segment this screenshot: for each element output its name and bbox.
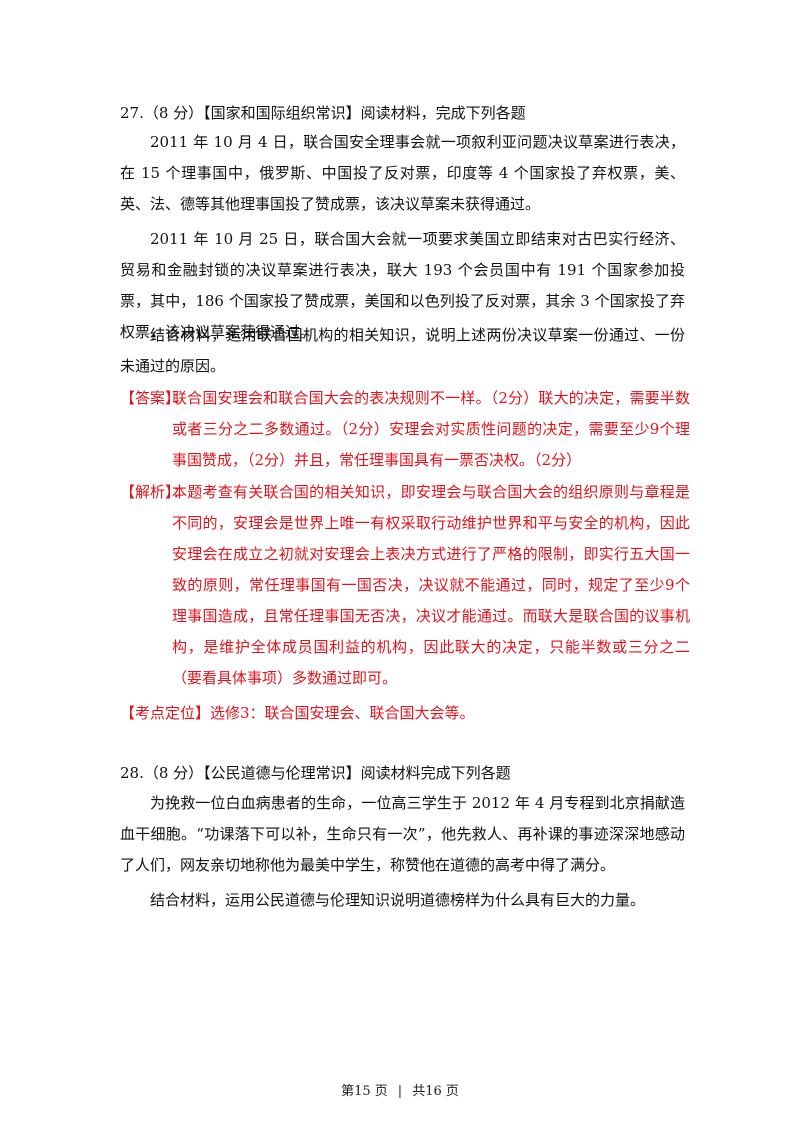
question-27-material-1: 2011 年 10 月 4 日，联合国安全理事会就一项叙利亚问题决议草案进行表决… — [120, 133, 685, 213]
page-footer: 第15 页 | 共16 页 — [0, 1080, 800, 1099]
analysis-block: 【解析】： 本题考查有关联合国的相关知识，即安理会与联合国大会的组织原则与章程是… — [120, 477, 690, 694]
question-27-heading: 27.（8 分）【国家和国际组织常识】阅读材料，完成下列各题 — [120, 104, 526, 122]
analysis-label: 【解析】： — [120, 483, 188, 501]
question-28-material: 为挽救一位白血病患者的生命，一位高三学生于 2012 年 4 月专程到北京捐献造… — [120, 794, 685, 874]
question-28-heading: 28.（8 分）【公民道德与伦理常识】阅读材料完成下列各题 — [120, 764, 511, 782]
page-number: 第15 页 — [341, 1084, 388, 1099]
question-27-prompt: 结合材料，运用联合国机构的相关知识，说明上述两份决议草案一份通过、一份未通过的原… — [120, 326, 685, 375]
footer-separator: | — [397, 1084, 403, 1099]
key-point-label: 【考点定位】 — [120, 704, 211, 722]
analysis-text: 本题考查有关联合国的相关知识，即安理会与联合国大会的组织原则与章程是不同的，安理… — [172, 483, 690, 687]
answer-label: 【答案】： — [120, 389, 188, 407]
page-total: 共16 页 — [412, 1084, 459, 1099]
question-28-prompt: 结合材料，运用公民道德与伦理知识说明道德榜样为什么具有巨大的力量。 — [150, 891, 646, 909]
answer-block: 【答案】： 联合国安理会和联合国大会的表决规则不一样。（2分）联大的决定，需要半… — [120, 383, 690, 476]
key-point-text: 选修3：联合国安理会、联合国大会等。 — [210, 704, 475, 722]
key-point-block: 【考点定位】选修3：联合国安理会、联合国大会等。 — [120, 698, 690, 729]
answer-text: 联合国安理会和联合国大会的表决规则不一样。（2分）联大的决定，需要半数或者三分之… — [172, 389, 690, 469]
question-27-material-2: 2011 年 10 月 25 日，联合国大会就一项要求美国立即结束对古巴实行经济… — [120, 230, 685, 341]
